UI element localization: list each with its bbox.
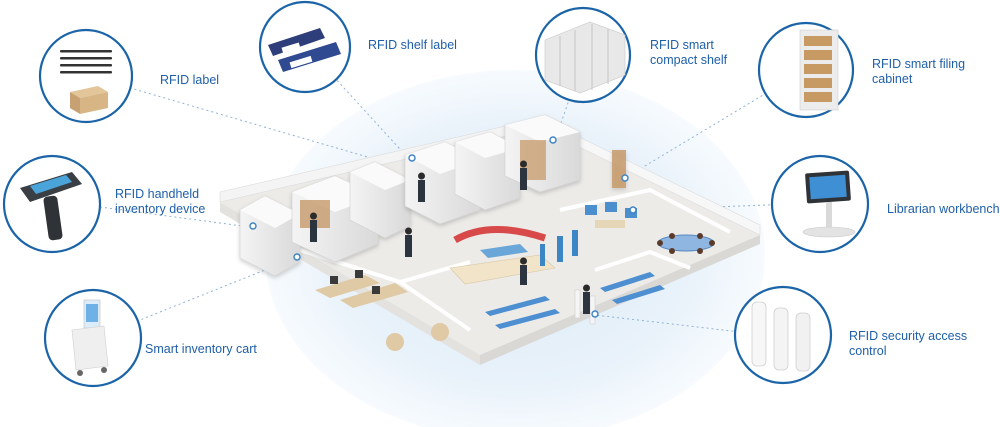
security-gate-icon bbox=[751, 301, 811, 372]
shelf-label-text: RFID shelf label bbox=[368, 38, 457, 52]
security-callout bbox=[733, 285, 833, 385]
filing-cabinet-callout bbox=[757, 21, 855, 119]
touchscreen-kiosk-icon bbox=[802, 170, 856, 238]
compact-shelf-callout bbox=[534, 6, 632, 104]
workbench-callout bbox=[770, 154, 870, 254]
handheld-text: RFID handheld inventory device bbox=[115, 187, 206, 216]
handheld-callout bbox=[2, 154, 102, 254]
rfid-markers bbox=[249, 136, 637, 318]
people bbox=[310, 160, 590, 314]
security-text: RFID security access control bbox=[849, 329, 968, 358]
reading-desks bbox=[315, 270, 449, 351]
cart-text: Smart inventory cart bbox=[145, 342, 257, 356]
tag-strip-icon bbox=[60, 50, 112, 74]
cart-callout bbox=[43, 288, 143, 388]
bench-seating bbox=[485, 272, 665, 329]
rfid-label-text: RFID label bbox=[160, 73, 220, 87]
handheld-scanner-icon bbox=[20, 172, 82, 241]
compact-shelf-icon bbox=[544, 21, 626, 94]
compact-shelf-text: RFID smart compact shelf bbox=[650, 38, 728, 67]
inventory-cart-icon bbox=[71, 299, 109, 376]
shelf-block-center bbox=[404, 114, 626, 225]
box-icon bbox=[70, 86, 108, 114]
meeting-table bbox=[657, 234, 715, 252]
service-desk bbox=[449, 226, 556, 285]
shelf-tag-icon bbox=[268, 28, 341, 72]
self-service-kiosks bbox=[540, 230, 578, 266]
filing-cabinet-text: RFID smart filing cabinet bbox=[872, 57, 966, 86]
rfid-label-callout bbox=[38, 28, 134, 124]
library-floor-plan bbox=[219, 114, 761, 365]
workbench-text: Librarian workbench bbox=[887, 202, 1000, 216]
filing-cabinet-icon bbox=[799, 29, 839, 111]
shelf-label-callout bbox=[258, 0, 352, 94]
